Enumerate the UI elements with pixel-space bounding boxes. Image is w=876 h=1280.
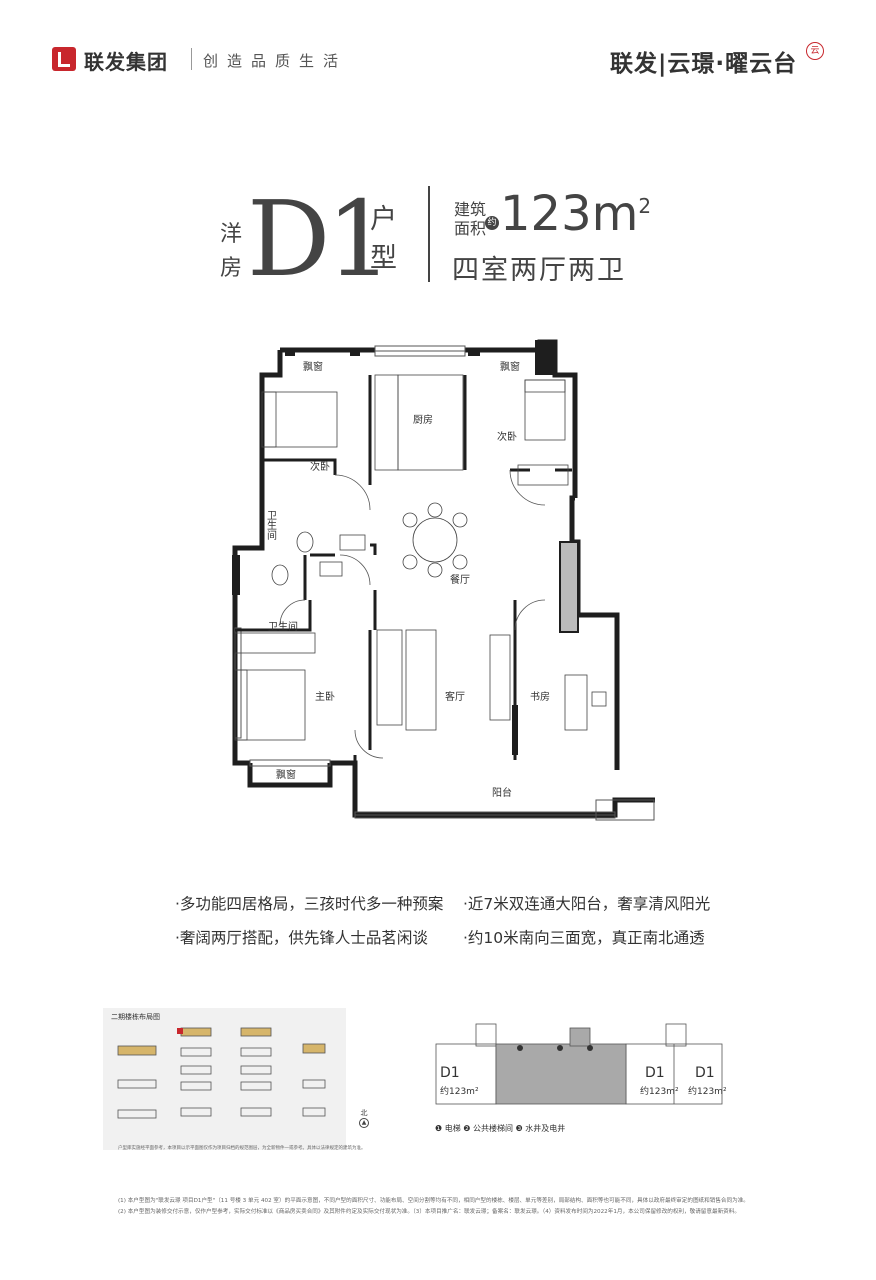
site-plan-buildings — [117, 1027, 326, 1119]
feature-right-2: ·约10米南向三面宽，真正南北通透 — [463, 929, 705, 947]
key-plan-unit-area-2: 约123m² — [640, 1087, 679, 1097]
site-plan-thumbnail — [103, 1008, 346, 1150]
north-arrow-icon: ▲ — [359, 1118, 369, 1128]
key-plan-unit-area-3: 约123m² — [688, 1087, 727, 1097]
area-superscript: 2 — [638, 194, 652, 218]
room-bay-window-3: 飘窗 — [276, 768, 296, 781]
key-plan-unit-area-1: 约123m² — [440, 1087, 479, 1097]
footnote-1: (1) 本户型图为"联发云璟 项目D1户型"（11 号楼 3 单元 402 室）… — [118, 1198, 749, 1204]
north-indicator: 北 ▲ — [359, 1108, 369, 1128]
footnote-2: (2) 本户型图为装修交付示意，仅作户型参考，实际交付标准以《商品房买卖合同》及… — [118, 1209, 740, 1215]
key-plan-legend: ❶ 电梯 ❷ 公共楼梯间 ❸ 水井及电井 — [435, 1124, 566, 1133]
unit-type-label: 户型 — [370, 204, 397, 274]
room-bathroom-2: 卫生间 — [268, 620, 298, 633]
key-plan-unit-label-3: D1 — [695, 1065, 715, 1081]
project-name: 联发|云璟·曜云台 — [610, 51, 798, 77]
room-master-bedroom: 主卧 — [315, 690, 335, 703]
north-label: 北 — [360, 1109, 368, 1117]
title-prefix: 洋房 — [220, 222, 243, 281]
area-value: 123m2 — [500, 186, 651, 242]
room-bay-window-1: 飘窗 — [303, 360, 323, 373]
room-bathroom-1: 卫生间 — [265, 510, 277, 541]
room-study: 书房 — [530, 690, 550, 703]
site-plan-title: 二期楼栋布局图 — [111, 1013, 160, 1021]
room-configuration: 四室两厅两卫 — [452, 255, 626, 286]
feature-right-1: ·近7米双连通大阳台，奢享清风阳光 — [463, 895, 711, 913]
site-plan-note: 户型库实施经平面参考，本项目以示平面图仅作为项目归档的规范图层，为全新物件一或参… — [118, 1146, 366, 1151]
room-kitchen: 厨房 — [413, 413, 433, 426]
room-living: 客厅 — [445, 690, 465, 703]
unit-code: D1 — [247, 178, 393, 300]
exterior-walls — [232, 339, 655, 818]
key-plan-unit-label-1: D1 — [440, 1065, 460, 1081]
title-divider — [428, 186, 430, 282]
brand-logo-icon — [52, 47, 76, 71]
footnotes: (1) 本户型图为"联发云璟 项目D1户型"（11 号楼 3 单元 402 室）… — [118, 1196, 768, 1218]
room-balcony: 阳台 — [492, 786, 512, 799]
key-plan-unit-label-2: D1 — [645, 1065, 665, 1081]
header-divider — [191, 48, 192, 70]
brand-name: 联发集团 — [84, 50, 168, 74]
area-label: 建筑面积 — [454, 200, 487, 238]
room-bay-window-2: 飘窗 — [500, 360, 520, 373]
brand-slogan: 创造品质生活 — [203, 52, 348, 70]
room-second-bedroom-left: 次卧 — [310, 460, 330, 473]
room-dining: 餐厅 — [450, 573, 470, 586]
area-number: 123m — [500, 186, 639, 242]
feature-left-1: ·多功能四居格局，三孩时代多一种预案 — [175, 895, 444, 913]
area-approx-badge: 约 — [485, 216, 499, 230]
interior-walls — [235, 375, 572, 763]
project-seal-icon: 云 — [806, 42, 824, 60]
room-second-bedroom-right: 次卧 — [497, 430, 517, 443]
feature-left-2: ·奢阔两厅搭配，供先锋人士品茗闲谈 — [175, 929, 428, 947]
floor-plan: 飘窗 飘窗 厨房 次卧 次卧 卫生间 卫生间 餐厅 客厅 主卧 书房 飘窗 阳台 — [232, 339, 655, 821]
building-key-plan — [435, 1023, 723, 1105]
